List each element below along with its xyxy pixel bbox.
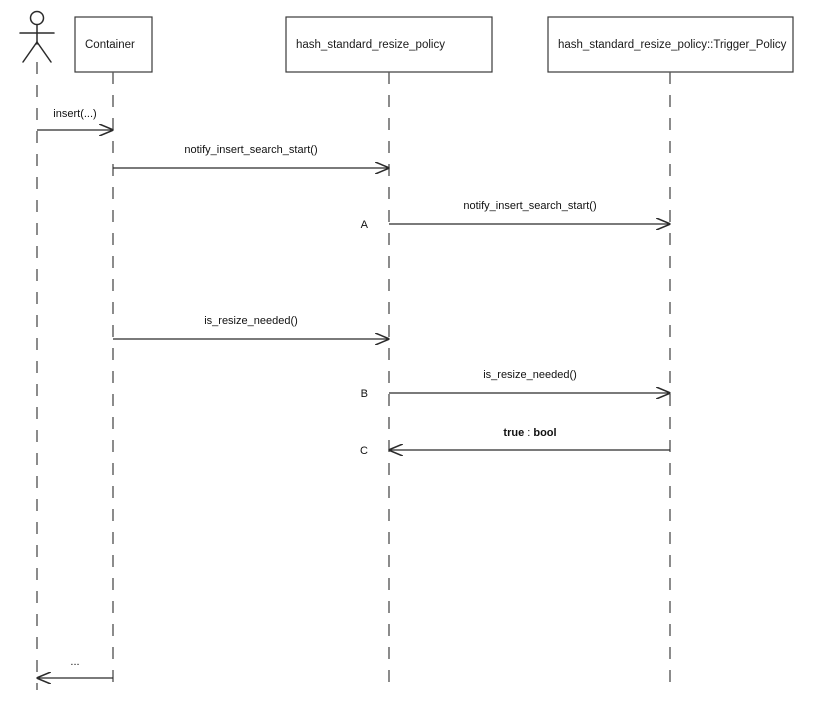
message-sequence-tag-a: A xyxy=(361,219,369,231)
message-label: true : bool xyxy=(503,427,556,439)
message-label: ... xyxy=(70,656,79,668)
participant-box-resize-policy[interactable]: hash_standard_resize_policy xyxy=(285,16,493,73)
participant-label-container: Container xyxy=(85,39,135,51)
message-insert[interactable]: insert(...) xyxy=(37,108,113,130)
message-label-type: bool xyxy=(533,427,556,439)
message-label: is_resize_needed() xyxy=(483,369,577,381)
message-sequence-tag-b: B xyxy=(361,388,368,400)
message-return-ellipsis[interactable]: ... xyxy=(37,656,113,678)
participant-box-rect-trigger-policy xyxy=(547,16,794,73)
participant-label-resize-policy: hash_standard_resize_policy xyxy=(296,39,445,51)
message-is-resize-needed-2[interactable]: is_resize_needed() B xyxy=(361,369,670,400)
actor-head-icon xyxy=(29,10,45,26)
participant-box-trigger-policy[interactable]: hash_standard_resize_policy::Trigger_Pol… xyxy=(547,16,794,73)
participant-box-container[interactable]: Container xyxy=(74,16,153,73)
message-label: is_resize_needed() xyxy=(204,315,298,327)
message-return-true-bool[interactable]: true : bool C xyxy=(360,427,670,457)
message-label: insert(...) xyxy=(53,108,96,120)
message-is-resize-needed-1[interactable]: is_resize_needed() xyxy=(113,315,389,339)
participant-box-rect-container xyxy=(74,16,153,73)
message-label: notify_insert_search_start() xyxy=(184,144,317,156)
participant-box-rect-resize-policy xyxy=(285,16,493,73)
actor-leg-left-line xyxy=(22,41,38,63)
message-notify-insert-search-start-2[interactable]: notify_insert_search_start() A xyxy=(361,200,670,231)
participant-label-trigger-policy: hash_standard_resize_policy::Trigger_Pol… xyxy=(558,39,787,51)
actor-figure xyxy=(19,10,55,63)
message-notify-insert-search-start-1[interactable]: notify_insert_search_start() xyxy=(113,144,389,168)
actor-leg-right-line xyxy=(36,41,52,63)
message-label: notify_insert_search_start() xyxy=(463,200,596,212)
message-label-value: true xyxy=(503,427,524,439)
message-label-separator: : xyxy=(524,427,533,439)
message-sequence-tag-c: C xyxy=(360,445,368,457)
